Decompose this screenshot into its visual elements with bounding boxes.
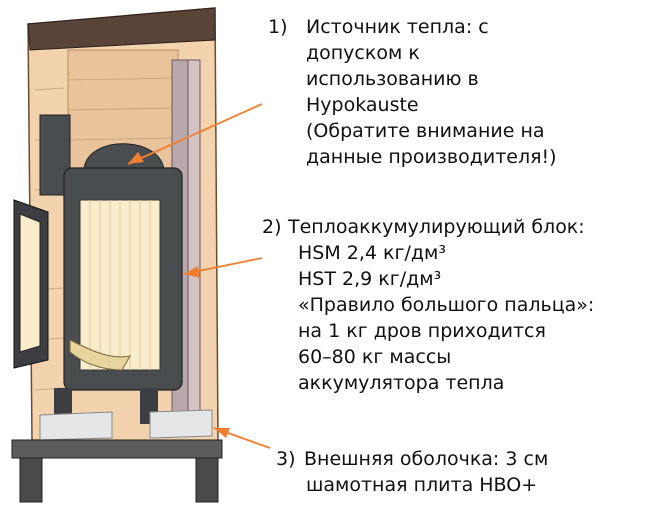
arrow-shell-head bbox=[214, 428, 230, 438]
label-heat-source-line-6: данные производителя!) bbox=[306, 146, 557, 168]
arrow-accumulator-head bbox=[184, 266, 200, 278]
label-heat-source-line-3: использованию в bbox=[306, 68, 479, 90]
label-accumulator-number: 2) bbox=[262, 216, 282, 238]
label-shell: 3) Внешняя оболочка: 3 см шамотная плита … bbox=[276, 446, 548, 498]
leader-arrows bbox=[127, 103, 271, 449]
label-accumulator-line-1: HSM 2,4 кг/дм³ bbox=[298, 242, 446, 264]
label-heat-source-line-4: Hypokauste bbox=[306, 94, 419, 116]
label-accumulator-line-6: аккумулятора тепла bbox=[298, 372, 505, 394]
label-accumulator-title: Теплоаккумулирующий блок: bbox=[288, 216, 585, 238]
label-shell-line-1: шамотная плита HBO+ bbox=[306, 474, 538, 496]
arrow-heat-source-head bbox=[128, 152, 144, 164]
firebox-insert bbox=[13, 114, 183, 424]
label-heat-source-line-1: 1)Источник тепла: с bbox=[268, 16, 489, 38]
arrow-heat-source bbox=[127, 103, 263, 165]
label-accumulator-line-2: HST 2,9 кг/дм³ bbox=[298, 268, 442, 290]
label-accumulator-line-5: 60–80 кг массы bbox=[298, 346, 452, 368]
label-accumulator-line-3: «Правило большого пальца»: bbox=[298, 294, 595, 316]
label-shell-title-row: 3) Внешняя оболочка: 3 см bbox=[276, 446, 548, 472]
label-accumulator: 2) Теплоаккумулирующий блок: HSM 2,4 кг/д… bbox=[262, 214, 594, 396]
label-accumulator-line-4: на 1 кг дров приходится bbox=[298, 320, 546, 342]
base-insulation bbox=[39, 409, 213, 441]
label-heat-source: 1)Источник тепла: с допуском к использов… bbox=[268, 14, 557, 170]
base-frame bbox=[11, 439, 223, 503]
label-accumulator-title-row: 2) Теплоаккумулирующий блок: bbox=[262, 214, 594, 240]
label-heat-source-line-2: допуском к bbox=[306, 42, 420, 64]
label-shell-title: Внешняя оболочка: 3 см bbox=[304, 448, 549, 470]
label-shell-number: 3) bbox=[276, 448, 296, 470]
label-heat-source-number: 1) bbox=[268, 16, 288, 38]
label-heat-source-line-5: (Обратите внимание на bbox=[306, 120, 545, 142]
